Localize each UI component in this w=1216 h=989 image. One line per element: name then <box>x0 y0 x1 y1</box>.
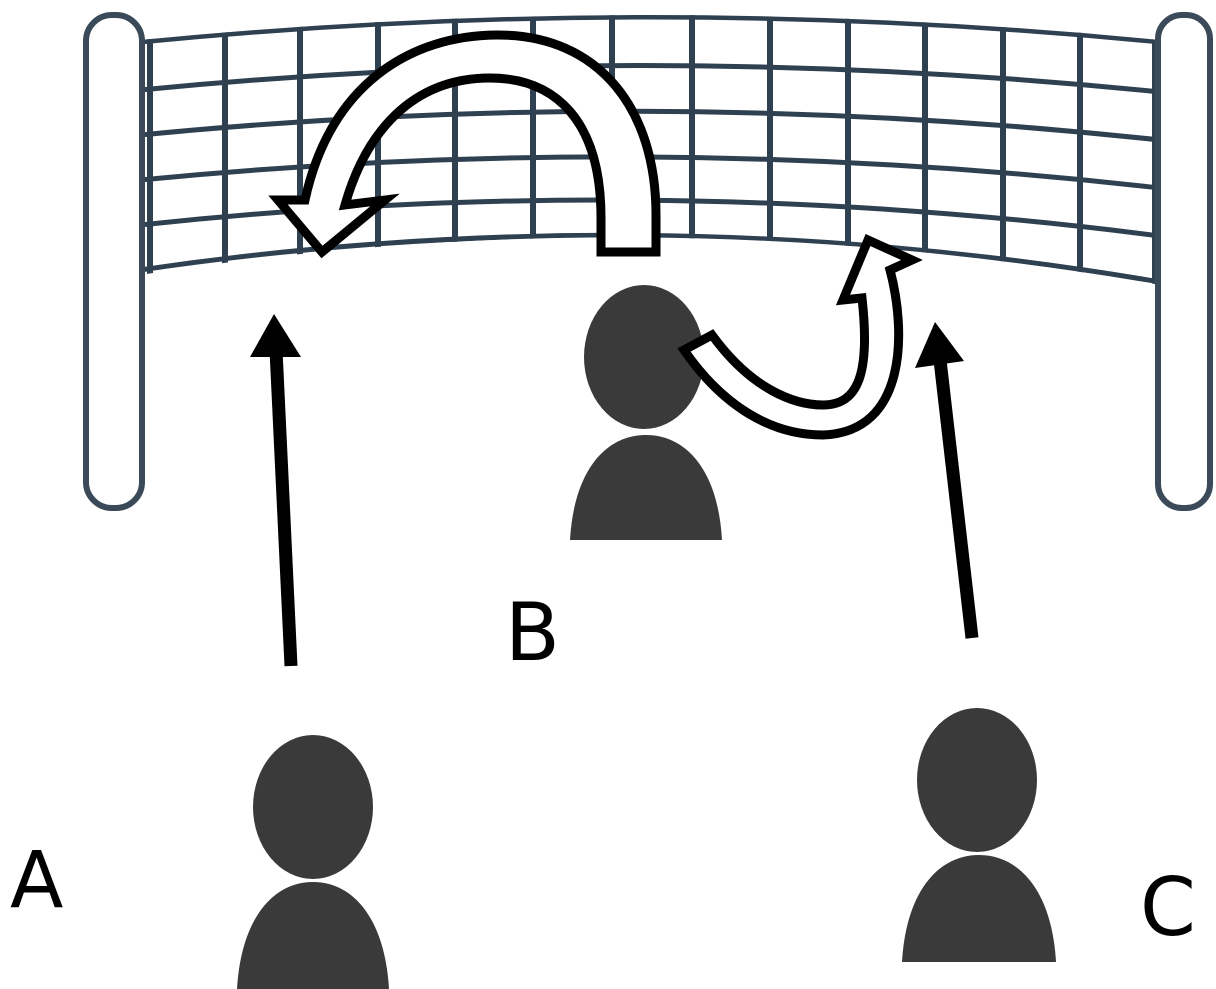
player-a-icon <box>237 735 389 989</box>
player-b-icon <box>570 285 722 540</box>
player-c-icon <box>902 708 1056 962</box>
player-b-label: B <box>505 586 560 679</box>
net-post-left <box>83 12 145 511</box>
player-a-label: A <box>10 836 64 926</box>
arrow-c-to-net <box>915 322 979 639</box>
arrow-b-set-over-net <box>268 30 661 259</box>
arrow-b-pass-to-net <box>677 233 923 440</box>
player-c-label: C <box>1140 861 1196 954</box>
arrow-a-to-net <box>250 314 301 667</box>
volleyball-net <box>83 12 1213 511</box>
net-post-right <box>1155 12 1213 511</box>
